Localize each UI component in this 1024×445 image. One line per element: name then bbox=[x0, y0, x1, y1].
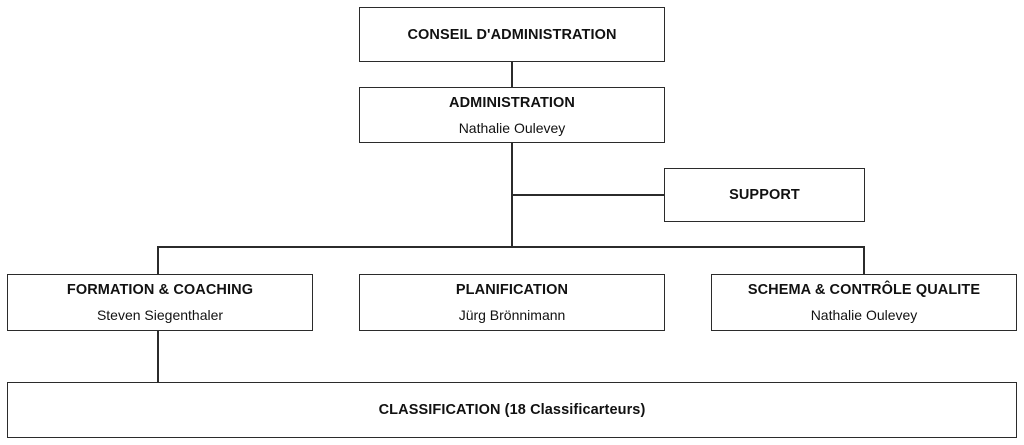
board-box: CONSEIL D'ADMINISTRATION bbox=[359, 7, 665, 62]
support-box: SUPPORT bbox=[664, 168, 865, 222]
classification-box: CLASSIFICATION (18 Classificarteurs) bbox=[7, 382, 1017, 438]
connector-board-admin bbox=[511, 61, 513, 88]
planification-box: PLANIFICATION Jürg Brönnimann bbox=[359, 274, 665, 331]
formation-title: FORMATION & COACHING bbox=[66, 282, 254, 298]
planification-title: PLANIFICATION bbox=[455, 282, 569, 298]
planification-person: Jürg Brönnimann bbox=[458, 307, 566, 323]
administration-box: ADMINISTRATION Nathalie Oulevey bbox=[359, 87, 665, 143]
connector-horizontal-bus bbox=[157, 246, 865, 248]
administration-person: Nathalie Oulevey bbox=[458, 119, 566, 136]
schema-title: SCHEMA & CONTRÔLE QUALITE bbox=[747, 282, 981, 298]
connector-to-schema bbox=[863, 246, 865, 274]
connector-to-formation bbox=[157, 246, 159, 274]
classification-title: CLASSIFICATION (18 Classificarteurs) bbox=[378, 402, 646, 418]
schema-box: SCHEMA & CONTRÔLE QUALITE Nathalie Oulev… bbox=[711, 274, 1017, 331]
formation-person: Steven Siegenthaler bbox=[96, 307, 224, 323]
connector-support bbox=[511, 194, 665, 196]
connector-formation-classification bbox=[157, 331, 159, 383]
support-title: SUPPORT bbox=[729, 187, 800, 203]
formation-box: FORMATION & COACHING Steven Siegenthaler bbox=[7, 274, 313, 331]
board-title: CONSEIL D'ADMINISTRATION bbox=[407, 26, 617, 43]
schema-person: Nathalie Oulevey bbox=[810, 307, 918, 323]
administration-title: ADMINISTRATION bbox=[449, 94, 575, 111]
